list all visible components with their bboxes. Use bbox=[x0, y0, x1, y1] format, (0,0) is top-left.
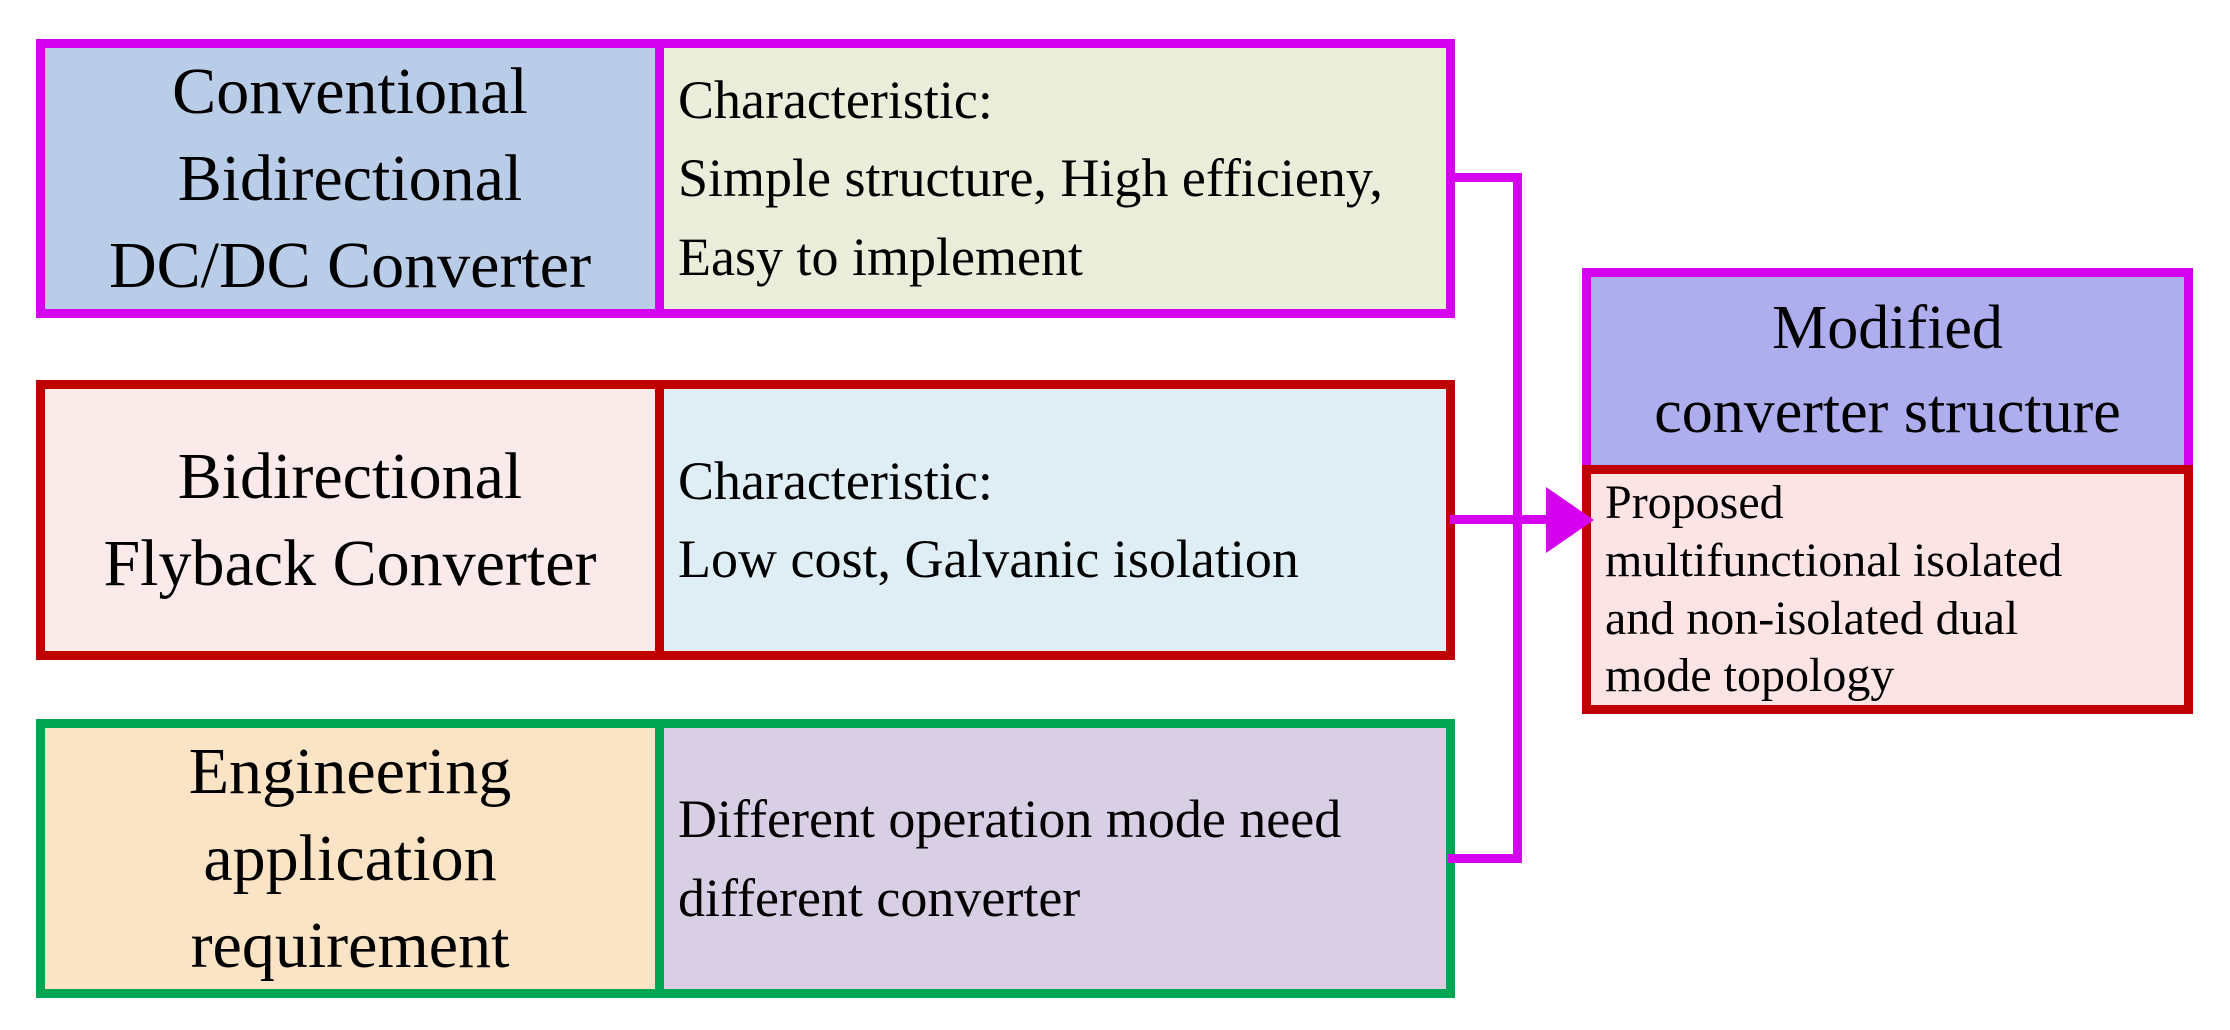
flyback-converter-characteristic-box: Characteristic: Low cost, Galvanic isola… bbox=[664, 389, 1446, 651]
row-flyback-converter: Bidirectional Flyback Converter Characte… bbox=[36, 380, 1455, 660]
modified-structure-title-text: Modified converter structure bbox=[1654, 294, 2121, 446]
modified-structure-title-box: Modified converter structure bbox=[1582, 268, 2193, 465]
arrowhead-icon bbox=[1546, 487, 1594, 553]
conventional-converter-characteristic-text: Characteristic: Simple structure, High e… bbox=[678, 70, 1383, 287]
connector-middle-horizontal bbox=[1450, 515, 1550, 524]
proposed-topology-text: Proposed multifunctional isolated and no… bbox=[1605, 476, 2063, 703]
connector-top-horizontal bbox=[1450, 173, 1522, 182]
row-engineering-requirement: Engineering application requirement Diff… bbox=[36, 719, 1455, 998]
flyback-converter-title-box: Bidirectional Flyback Converter bbox=[45, 389, 664, 651]
row-conventional-converter: Conventional Bidirectional DC/DC Convert… bbox=[36, 39, 1455, 318]
conventional-converter-title-box: Conventional Bidirectional DC/DC Convert… bbox=[45, 48, 664, 309]
engineering-requirement-characteristic-text: Different operation mode need different … bbox=[678, 789, 1342, 928]
connector-bottom-horizontal bbox=[1448, 854, 1522, 863]
proposed-topology-box: Proposed multifunctional isolated and no… bbox=[1582, 465, 2193, 714]
conventional-converter-title-text: Conventional Bidirectional DC/DC Convert… bbox=[108, 54, 592, 303]
flyback-converter-characteristic-text: Characteristic: Low cost, Galvanic isola… bbox=[678, 450, 1299, 589]
flyback-converter-title-text: Bidirectional Flyback Converter bbox=[103, 439, 597, 600]
engineering-requirement-title-box: Engineering application requirement bbox=[45, 728, 664, 989]
engineering-requirement-title-text: Engineering application requirement bbox=[188, 734, 512, 983]
conventional-converter-characteristic-box: Characteristic: Simple structure, High e… bbox=[664, 48, 1446, 309]
engineering-requirement-characteristic-box: Different operation mode need different … bbox=[664, 728, 1446, 989]
